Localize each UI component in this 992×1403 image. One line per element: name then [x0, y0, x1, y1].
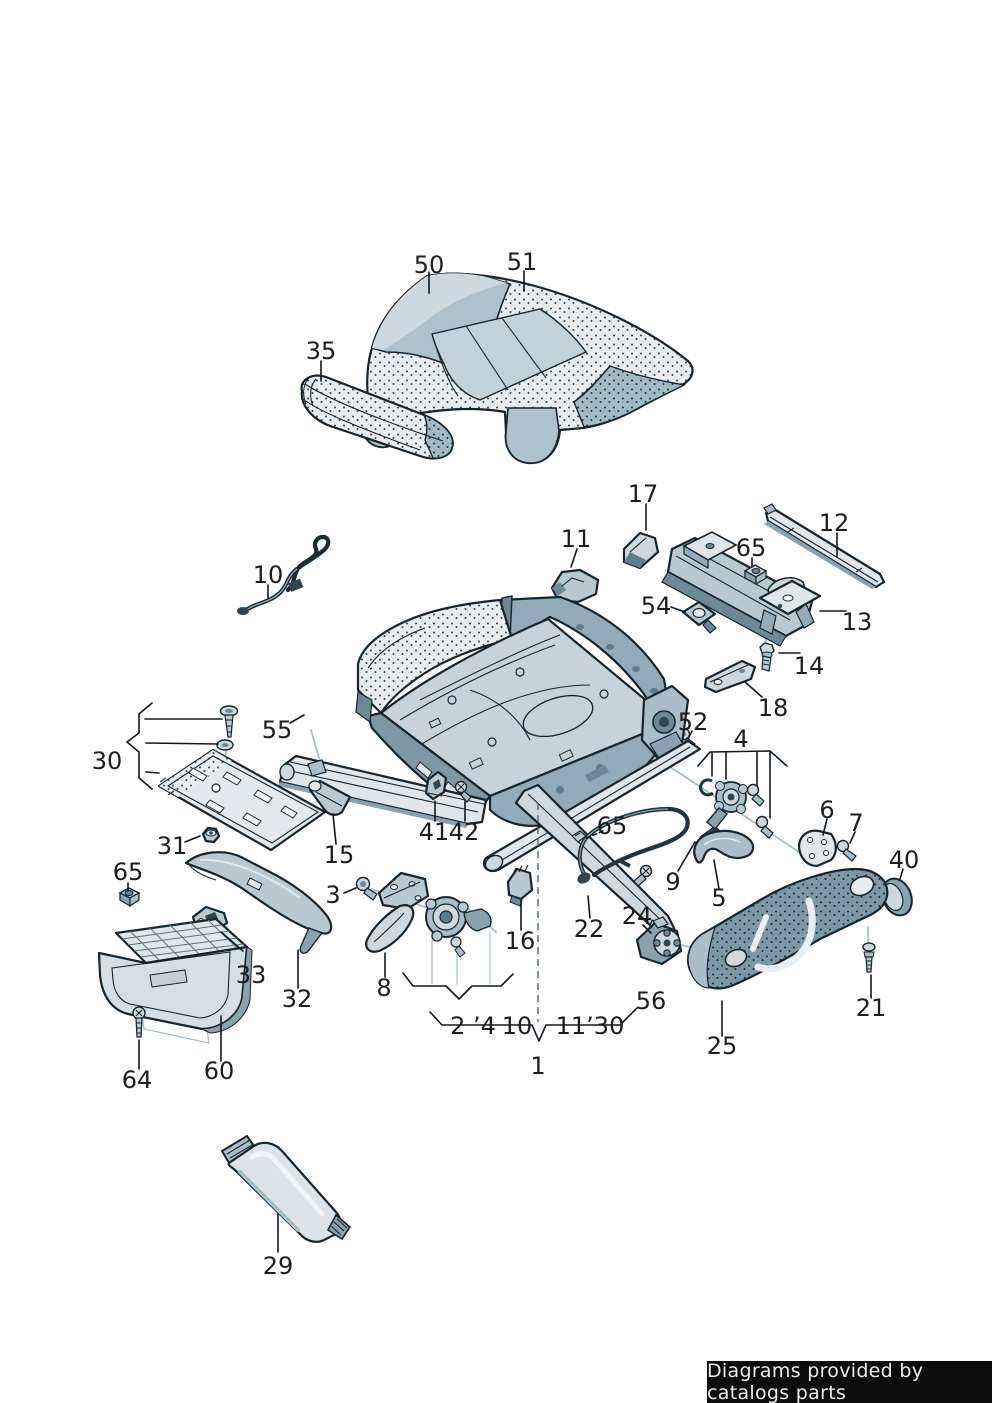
clip-65-mid — [571, 830, 587, 843]
seat-rail-lower-left — [482, 739, 702, 873]
handle-5 — [693, 829, 755, 864]
side-trim-25 — [686, 867, 889, 990]
crossmember-assembly — [661, 531, 814, 647]
wire-bail-22 — [577, 806, 690, 887]
square-nut-65-left — [118, 887, 141, 908]
rivet-21 — [862, 942, 876, 973]
sensor-16 — [506, 864, 534, 907]
bracket-18 — [703, 659, 757, 694]
wiring-harness — [237, 534, 331, 615]
screw-7 — [836, 839, 857, 862]
footer-attribution-bar: Diagrams provided by catalogs parts — [707, 1360, 992, 1403]
sensor-54 — [681, 600, 717, 634]
footer-attribution-text: Diagrams provided by catalogs parts — [707, 1360, 924, 1403]
stowage-drawer-60 — [97, 917, 253, 1034]
recliner-group-4 — [699, 778, 774, 839]
bolster-pad — [300, 374, 454, 460]
bracket-13 — [758, 577, 822, 635]
bracket-arm-8 — [365, 871, 430, 953]
square-nut-65-top — [743, 564, 768, 586]
plate-6 — [797, 829, 837, 868]
screw-42 — [454, 780, 472, 803]
floor-panel-30-group — [157, 705, 327, 852]
bracket-17 — [622, 531, 660, 570]
adjuster-motor — [425, 896, 492, 958]
rail-end-15 — [308, 779, 352, 816]
seat-cushion-pad — [361, 272, 694, 465]
bolt-14 — [759, 642, 775, 672]
leader-lines — [126, 270, 904, 1253]
screw-64 — [132, 1006, 146, 1038]
grease-tube-29 — [220, 1134, 352, 1243]
motor-24 — [635, 916, 683, 966]
nut-31 — [201, 826, 221, 844]
clip-41 — [424, 770, 448, 801]
screw-3 — [355, 876, 378, 901]
rail-strip-12 — [763, 503, 886, 589]
front-trim-32 — [184, 851, 333, 954]
